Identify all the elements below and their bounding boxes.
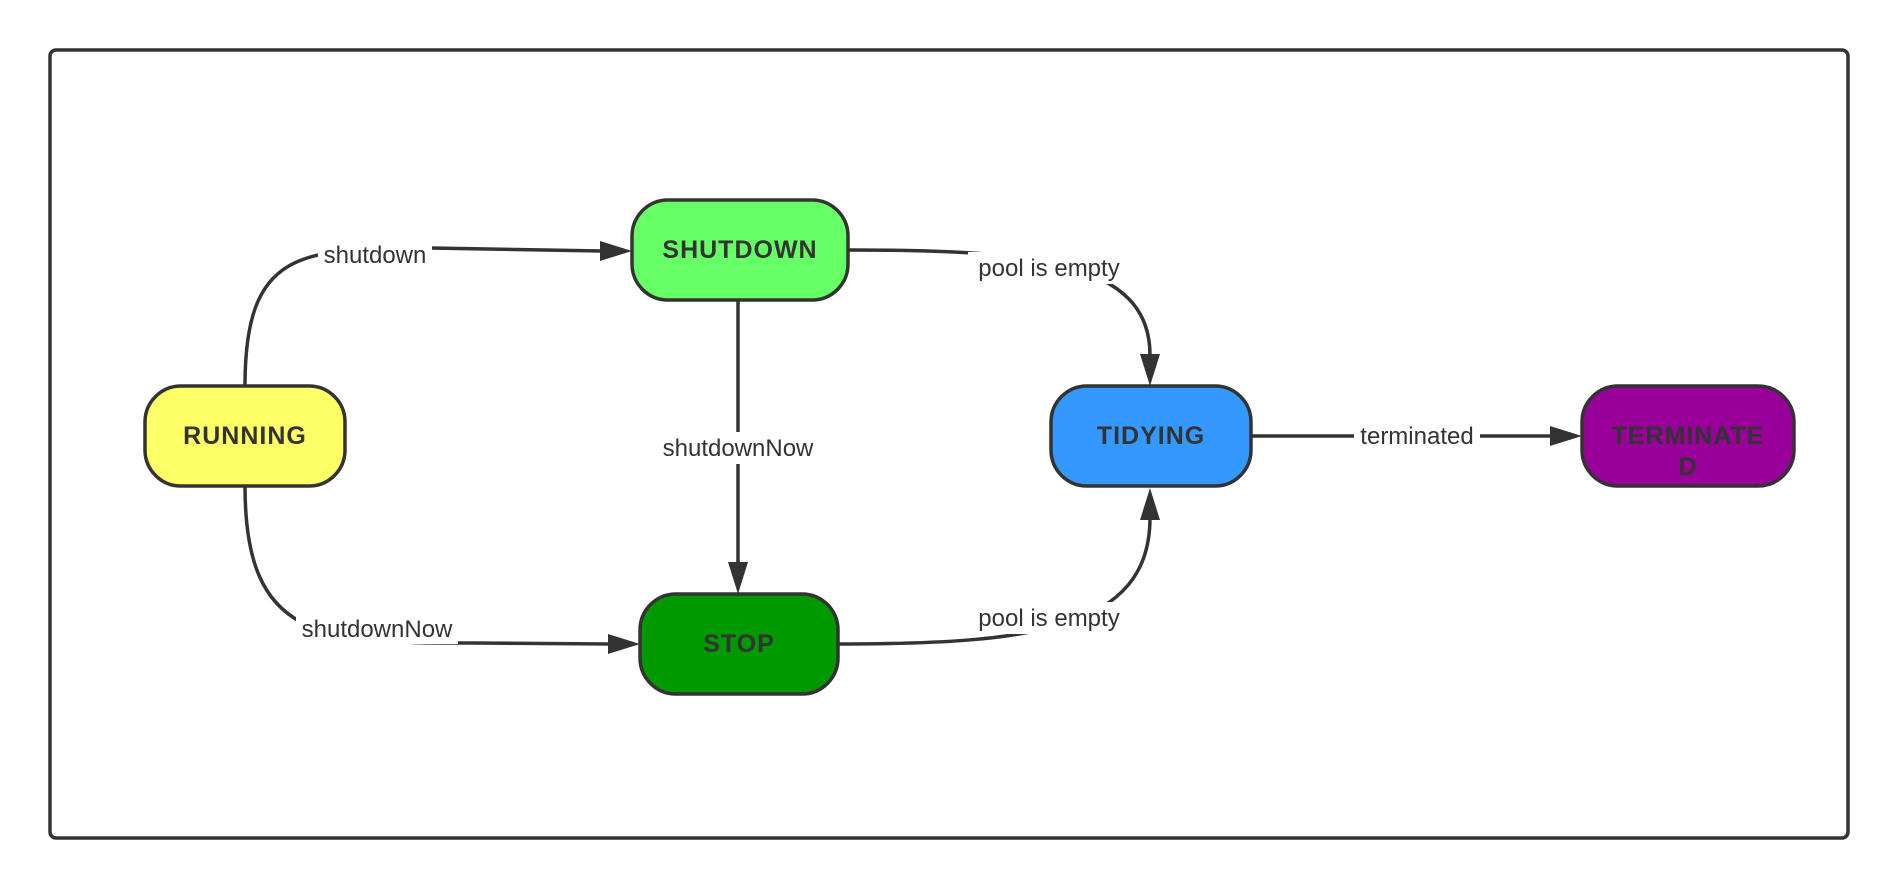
arrowhead-icon — [608, 634, 640, 654]
edge-stop-to-tidying: pool is empty — [837, 488, 1160, 646]
arrowhead-icon — [600, 241, 632, 261]
edges: shutdown shutdownNow shutdownNow pool is… — [243, 240, 1582, 654]
edge-running-to-stop: shutdownNow — [243, 485, 640, 654]
edge-shutdown-to-stop: shutdownNow — [656, 300, 820, 594]
nodes: RUNNING SHUTDOWN STOP TIDYING TERMINATE … — [143, 198, 1796, 696]
arrowhead-icon — [1550, 426, 1582, 446]
state-node-running: RUNNING — [143, 384, 347, 488]
state-shape — [638, 592, 840, 696]
edge-label-pool-is-empty: pool is empty — [978, 255, 1119, 282]
state-shape — [630, 198, 850, 302]
state-node-terminated: TERMINATE D — [1580, 384, 1796, 488]
arrowhead-icon — [728, 562, 748, 594]
state-label: STOP — [703, 630, 775, 658]
state-label-line1: TERMINATE — [1612, 422, 1765, 450]
edge-label-bg — [318, 240, 432, 270]
arrowhead-icon — [1140, 488, 1160, 520]
edge-label-bg — [656, 432, 820, 464]
edge-running-to-shutdown: shutdown — [243, 240, 632, 387]
edge-label-shutdownnow: shutdownNow — [663, 435, 814, 462]
edge-label-terminated: terminated — [1360, 423, 1473, 450]
edge-label-bg — [968, 602, 1130, 634]
diagram-frame — [48, 48, 1850, 840]
state-label: TIDYING — [1097, 422, 1205, 450]
edge-shutdown-to-tidying: pool is empty — [847, 248, 1160, 386]
edge-label-shutdownnow: shutdownNow — [302, 616, 453, 643]
state-node-tidying: TIDYING — [1049, 384, 1253, 488]
edge-label-bg — [968, 252, 1130, 284]
edge-label-shutdown: shutdown — [324, 242, 427, 269]
state-label-line2: D — [1678, 453, 1697, 481]
edge-label-pool-is-empty: pool is empty — [978, 605, 1119, 632]
state-node-stop: STOP — [638, 592, 840, 696]
edge-tidying-to-terminated: terminated — [1251, 420, 1582, 452]
edge-label-bg — [296, 614, 458, 644]
edge-label-bg — [1354, 420, 1480, 452]
state-node-shutdown: SHUTDOWN — [630, 198, 850, 302]
state-shape — [1580, 384, 1796, 488]
state-shape — [1049, 384, 1253, 488]
arrowhead-icon — [1140, 354, 1160, 386]
state-label: SHUTDOWN — [662, 236, 817, 264]
state-shape — [143, 384, 347, 488]
state-label: RUNNING — [183, 422, 307, 450]
